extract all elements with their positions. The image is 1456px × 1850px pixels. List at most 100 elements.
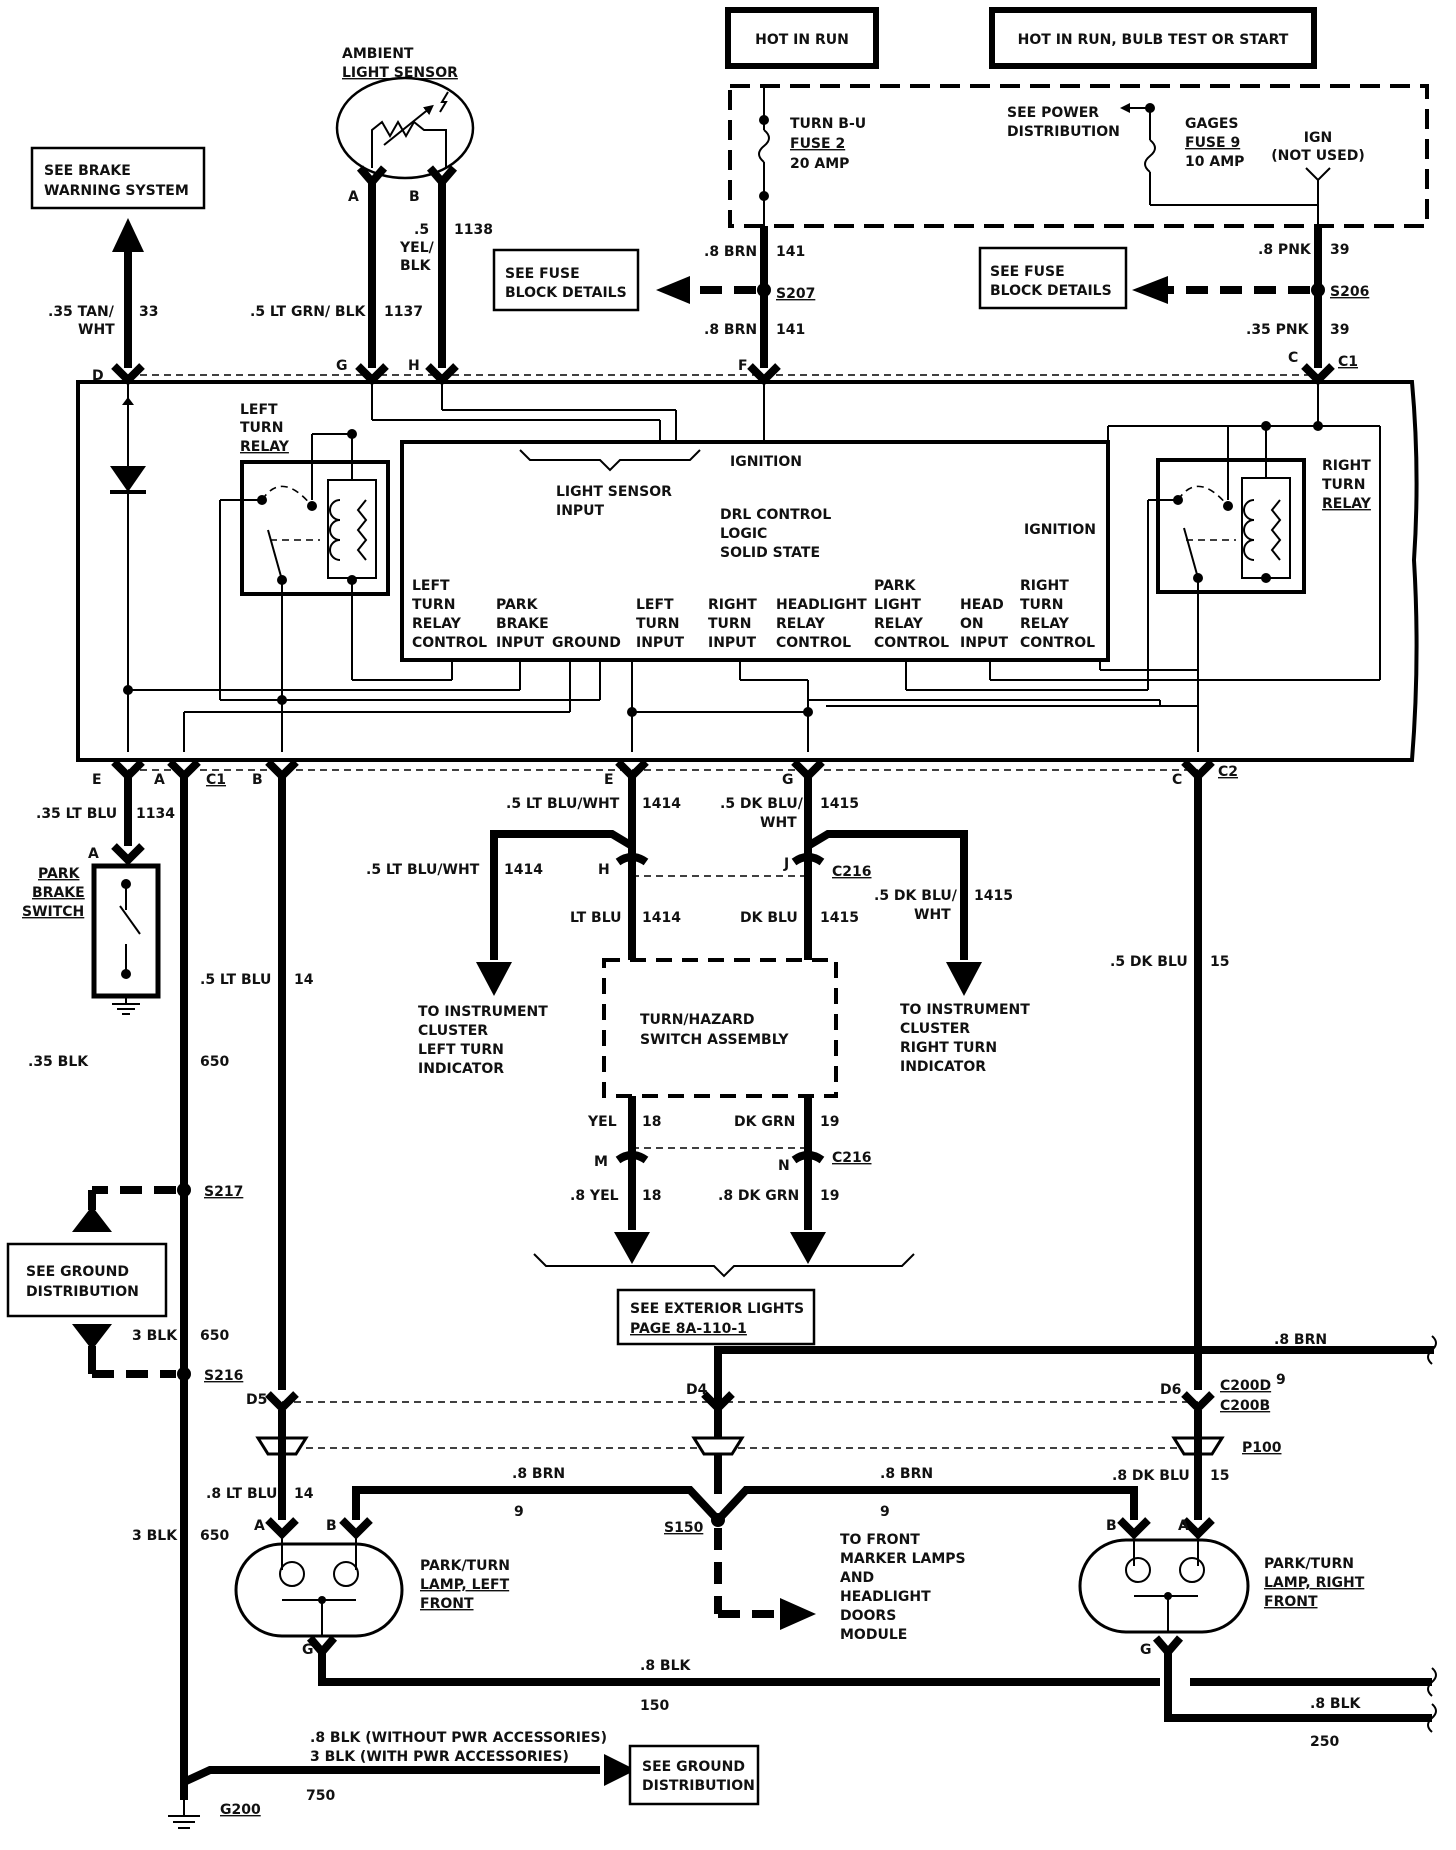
svg-text:C216: C216 [832, 1150, 872, 1166]
svg-text:FRONT: FRONT [420, 1596, 474, 1612]
svg-text:.5 DK BLU: .5 DK BLU [1110, 954, 1188, 970]
wire-1414: .5 LT BLU/WHT 1414 .5 LT BLU/WHT 1414 H … [366, 776, 681, 996]
svg-text:1134: 1134 [136, 806, 175, 822]
connector-p100: P100 [255, 1436, 1282, 1456]
svg-text:GROUND: GROUND [552, 635, 621, 651]
svg-text:.8 BLK: .8 BLK [1310, 1696, 1362, 1712]
svg-text:BRAKE: BRAKE [32, 885, 85, 901]
svg-text:TURN/HAZARD: TURN/HAZARD [640, 1012, 754, 1028]
wire-1137: .5 LT GRN/ BLK 1137 [250, 165, 423, 368]
svg-text:HOT IN RUN: HOT IN RUN [755, 32, 849, 48]
svg-text:.8 BRN: .8 BRN [704, 322, 757, 338]
svg-text:G: G [1140, 1642, 1152, 1658]
svg-text:DK GRN: DK GRN [734, 1114, 795, 1130]
svg-text:INDICATOR: INDICATOR [900, 1059, 986, 1075]
svg-text:A: A [88, 846, 99, 862]
svg-text:.8 BRN: .8 BRN [704, 244, 757, 260]
svg-text:AND: AND [840, 1570, 874, 1586]
svg-text:D: D [92, 368, 104, 384]
wire-150: .8 BLK 150 [318, 1652, 1437, 1714]
svg-text:SEE FUSE: SEE FUSE [505, 266, 580, 282]
svg-text:D4: D4 [686, 1382, 708, 1398]
svg-text:141: 141 [776, 322, 805, 338]
svg-text:TURN: TURN [708, 616, 751, 632]
svg-text:TURN B-U: TURN B-U [790, 116, 866, 132]
wire-14-lower-circuit: 14 [294, 1486, 314, 1502]
svg-text:WARNING SYSTEM: WARNING SYSTEM [44, 183, 189, 199]
svg-text:650: 650 [200, 1328, 229, 1344]
svg-text:LIGHT SENSOR: LIGHT SENSOR [556, 484, 672, 500]
svg-text:PARK: PARK [874, 578, 917, 594]
svg-text:WHT: WHT [78, 322, 115, 338]
svg-text:YEL/: YEL/ [399, 240, 435, 256]
svg-text:HOT IN RUN, BULB TEST OR START: HOT IN RUN, BULB TEST OR START [1018, 32, 1289, 48]
svg-text:CONTROL: CONTROL [776, 635, 851, 651]
fuse-block-ref-right: SEE FUSE BLOCK DETAILS [978, 246, 1128, 310]
gages-fuse: SEE POWER DISTRIBUTION GAGES FUSE 9 10 A… [1007, 103, 1318, 206]
svg-text:FRONT: FRONT [1264, 1594, 1318, 1610]
svg-text:C216: C216 [832, 864, 872, 880]
svg-text:.35 BLK: .35 BLK [28, 1054, 89, 1070]
svg-text:1414: 1414 [504, 862, 543, 878]
wire-141: .8 BRN 141 S207 .8 BRN 141 [656, 226, 815, 368]
svg-text:S150: S150 [664, 1520, 704, 1536]
svg-text:SOLID STATE: SOLID STATE [720, 545, 820, 561]
svg-text:G: G [782, 772, 794, 788]
svg-text:.8 BRN: .8 BRN [880, 1466, 933, 1482]
svg-text:LOGIC: LOGIC [720, 526, 767, 542]
svg-text:18: 18 [642, 1188, 661, 1204]
svg-text:650: 650 [200, 1528, 229, 1544]
svg-text:INPUT: INPUT [708, 635, 757, 651]
svg-text:19: 19 [820, 1114, 839, 1130]
left-turn-relay: LEFT TURN RELAY [240, 402, 390, 596]
svg-text:.8 BRN: .8 BRN [1274, 1332, 1327, 1348]
svg-text:1137: 1137 [384, 304, 423, 320]
svg-text:LEFT: LEFT [412, 578, 450, 594]
svg-text:RELAY: RELAY [412, 616, 462, 632]
wire-650: .35 BLK 650 S217 SEE GROUND DISTRIBUTION… [6, 776, 243, 1800]
svg-text:G: G [302, 1642, 314, 1658]
wire-39: .8 PNK 39 S206 .35 PNK 39 [1132, 226, 1369, 368]
svg-text:1415: 1415 [820, 796, 859, 812]
svg-text:3 BLK: 3 BLK [132, 1528, 178, 1544]
svg-text:HEADLIGHT: HEADLIGHT [776, 597, 867, 613]
svg-text:WHT: WHT [760, 815, 797, 831]
svg-text:BLK: BLK [400, 258, 432, 274]
svg-text:A: A [254, 1518, 265, 1534]
right-turn-indicator-label: TO INSTRUMENT CLUSTER RIGHT TURN INDICAT… [900, 1002, 1030, 1075]
svg-text:39: 39 [1330, 242, 1349, 258]
wire-1138: .5 YEL/ BLK 1138 [399, 165, 493, 368]
svg-text:RELAY: RELAY [776, 616, 826, 632]
svg-text:G: G [336, 358, 348, 374]
wire-250: .8 BLK 250 [1164, 1652, 1437, 1750]
svg-text:YEL: YEL [587, 1114, 617, 1130]
ground-g200: G200 750 .8 BLK (WITHOUT PWR ACCESSORIES… [168, 1730, 760, 1829]
svg-text:.35 TAN/: .35 TAN/ [48, 304, 115, 320]
svg-text:.5 LT BLU/WHT: .5 LT BLU/WHT [506, 796, 620, 812]
connector-c200: D5 D4 D6 C200D C200B [246, 1378, 1271, 1414]
wire-18: YEL 18 M .8 YEL 18 [570, 1096, 661, 1264]
svg-text:LAMP, LEFT: LAMP, LEFT [420, 1577, 510, 1593]
svg-text:39: 39 [1330, 322, 1349, 338]
svg-text:TURN: TURN [1020, 597, 1063, 613]
svg-text:.8 YEL: .8 YEL [570, 1188, 619, 1204]
svg-text:IGN: IGN [1304, 130, 1332, 146]
svg-text:P100: P100 [1242, 1440, 1282, 1456]
svg-text:.5: .5 [414, 222, 429, 238]
svg-text:PAGE 8A-110-1: PAGE 8A-110-1 [630, 1321, 747, 1337]
svg-text:DOORS: DOORS [840, 1608, 896, 1624]
svg-text:750: 750 [306, 1788, 335, 1804]
svg-text:INPUT: INPUT [556, 503, 605, 519]
svg-text:.5 LT GRN/ BLK: .5 LT GRN/ BLK [250, 304, 367, 320]
svg-text:J: J [783, 856, 789, 872]
svg-text:RIGHT: RIGHT [1322, 458, 1371, 474]
svg-text:PARK: PARK [38, 866, 81, 882]
svg-text:LEFT: LEFT [636, 597, 674, 613]
fuse-block-ref-left: SEE FUSE BLOCK DETAILS [492, 248, 640, 312]
svg-text:DRL CONTROL: DRL CONTROL [720, 507, 831, 523]
svg-text:RELAY: RELAY [240, 439, 290, 455]
wire-15: .5 DK BLU 15 [1110, 776, 1229, 1390]
svg-text:.8 PNK: .8 PNK [1258, 242, 1312, 258]
svg-text:TURN: TURN [412, 597, 455, 613]
svg-text:SWITCH: SWITCH [22, 904, 84, 920]
